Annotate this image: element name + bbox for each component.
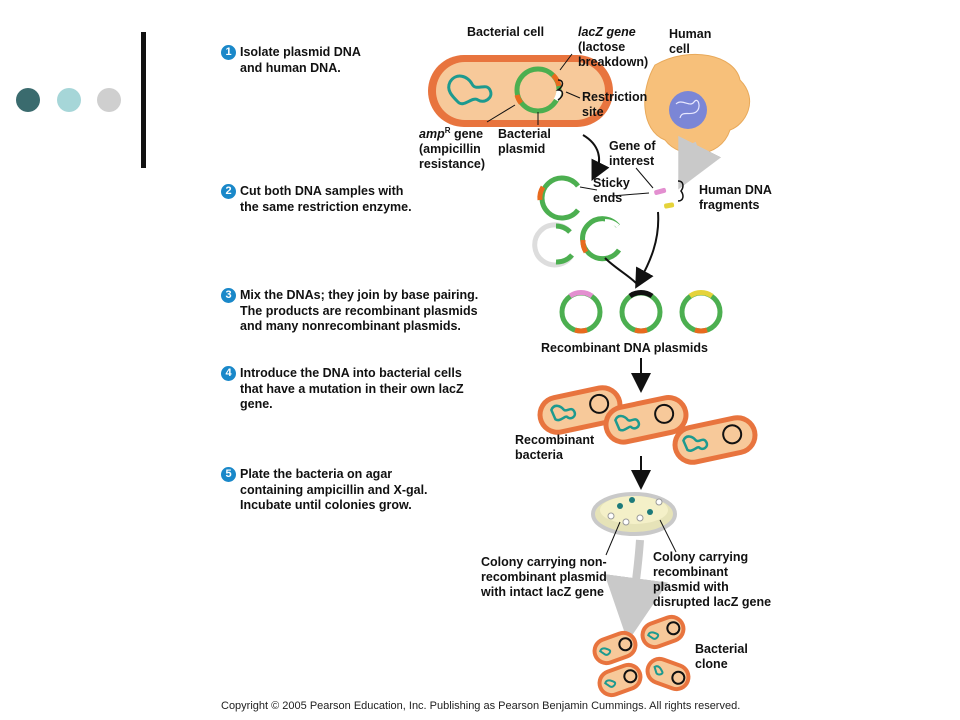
label-colony-nonrecombinant: Colony carrying non- recombinant plasmid…	[481, 555, 607, 599]
recombinant-bacteria	[537, 385, 758, 465]
recombinant-plasmids	[559, 290, 723, 334]
step-badge: 2	[221, 184, 236, 199]
label-bacterial-clone: Bacterial clone	[695, 642, 748, 671]
label-gene-of-interest: Gene of interest	[609, 139, 656, 168]
label-human-dna-fragments: Human DNA fragments	[699, 183, 772, 212]
label-bacterial-plasmid: Bacterial plasmid	[498, 127, 551, 156]
step-badge: 1	[221, 45, 236, 60]
bacterial-cell-large	[428, 55, 613, 127]
human-cell	[644, 53, 751, 190]
slide-dot-light	[57, 88, 81, 112]
step-badge: 5	[221, 467, 236, 482]
label-sticky-ends: Sticky ends	[593, 176, 630, 205]
label-recombinant-bacteria: Recombinant bacteria	[515, 433, 595, 462]
cut-plasmid-1	[537, 175, 580, 221]
petri-dish	[591, 492, 677, 536]
step-badge: 4	[221, 366, 236, 381]
label-recombinant-dna-plasmids: Recombinant DNA plasmids	[541, 341, 708, 355]
bacterial-clone	[592, 614, 691, 698]
slide-divider-bar	[141, 32, 146, 168]
label-colony-recombinant: Colony carrying recombinant plasmid with…	[653, 550, 772, 609]
step-badge: 3	[221, 288, 236, 303]
label-lacz-gene: lacZ gene (lactose breakdown)	[578, 25, 649, 69]
slide-dot-gray	[97, 88, 121, 112]
copyright-notice: Copyright © 2005 Pearson Education, Inc.…	[221, 700, 741, 712]
slide-dot-dark	[16, 88, 40, 112]
cut-plasmid-2	[532, 222, 575, 268]
cut-plasmid-3	[580, 216, 622, 262]
label-restriction-site: Restriction site	[582, 90, 648, 119]
label-bacterial-cell: Bacterial cell	[467, 25, 545, 39]
label-ampr-gene: ampR gene (ampicillin resistance)	[419, 126, 486, 172]
label-human-cell: Human cell	[669, 27, 712, 56]
